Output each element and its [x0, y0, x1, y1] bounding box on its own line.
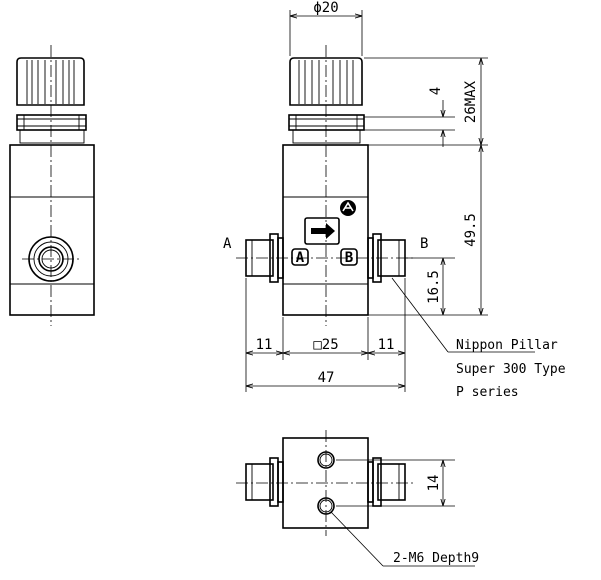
fitting-note-line2: Super 300 Type	[456, 362, 566, 377]
dim-body-height: 49.5	[463, 213, 479, 247]
dim-knob-height: 4	[428, 87, 444, 95]
dim-diameter: ϕ20	[313, 0, 338, 16]
fitting-note: Nippon Pillar Super 300 Type P series	[391, 277, 566, 400]
front-view: A B A B	[223, 45, 428, 326]
dim-overall-width: 47	[318, 370, 335, 386]
hole-note: 2-M6 Depth9	[393, 551, 479, 566]
port-b-label: B	[420, 236, 428, 252]
side-view	[9, 45, 95, 326]
dim-hole-pitch: 14	[426, 475, 442, 492]
fitting-note-line1: Nippon Pillar	[456, 338, 558, 353]
dim-port-right: 11	[378, 337, 395, 353]
port-b-badge: B	[345, 250, 353, 266]
dimensions: ϕ20 4 26MAX 49.5 16.5 11 □25 11	[245, 0, 488, 392]
bottom-view: 14 2-M6 Depth9	[236, 430, 479, 567]
dim-body-square: □25	[313, 337, 338, 353]
port-a-label: A	[223, 236, 232, 252]
fitting-note-line3: P series	[456, 385, 519, 400]
dim-total-top: 26MAX	[463, 80, 479, 123]
dim-port-height: 16.5	[426, 270, 442, 304]
dim-port-left: 11	[256, 337, 273, 353]
